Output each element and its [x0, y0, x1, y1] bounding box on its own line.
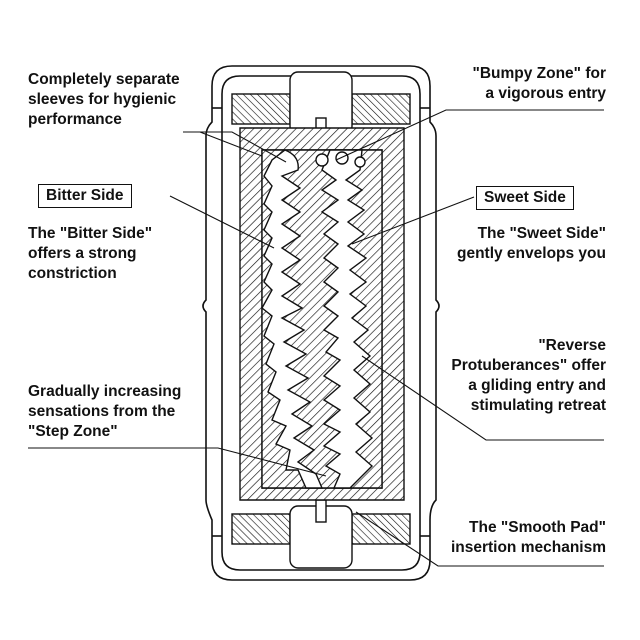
label-sweet-side: The "Sweet Side" gently envelops you — [456, 225, 606, 262]
label-reverse-protuberances: "Reverse Protuberances" offer a gliding … — [451, 337, 606, 414]
outer-casing — [202, 65, 440, 581]
leader-step-zone — [28, 447, 327, 477]
label-smooth-pad: The "Smooth Pad" insertion mechanism — [450, 519, 606, 556]
sweet-side-box: Sweet Side — [476, 186, 574, 210]
leader-bitter-side — [169, 195, 275, 249]
inner-sleeve — [239, 127, 405, 501]
leader-bumpy-zone — [335, 109, 604, 161]
label-step-zone: Gradually increasing sensations from the… — [28, 383, 182, 440]
leader-separate-sleeves-2 — [199, 131, 263, 157]
bitter-side-box: Bitter Side — [38, 184, 132, 208]
leader-separate-sleeves — [183, 131, 287, 163]
label-bumpy-zone: "Bumpy Zone" for a vigorous entry — [472, 65, 606, 102]
leader-reverse — [361, 355, 604, 441]
bitter-side-channel — [261, 149, 324, 489]
leader-smooth-pad — [355, 511, 604, 567]
label-bitter-side: The "Bitter Side" offers a strong constr… — [28, 225, 153, 282]
sweet-side-channel — [315, 149, 374, 489]
leader-sweet-side — [351, 196, 475, 245]
label-separate-sleeves: Completely separate sleeves for hygienic… — [28, 71, 180, 128]
end-caps — [231, 71, 411, 569]
leader-lines — [28, 109, 604, 567]
